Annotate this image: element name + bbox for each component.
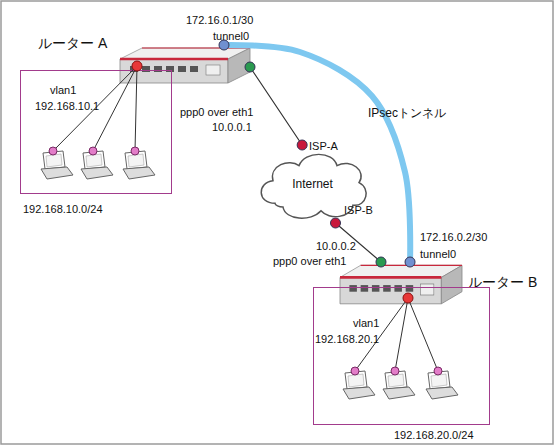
- interface-port: [297, 140, 307, 150]
- router-name: ルーター B: [468, 274, 537, 292]
- lan-b-wires: [355, 298, 438, 371]
- router-symbol: [120, 45, 250, 85]
- ip-address: 10.0.0.2: [316, 240, 356, 253]
- vlan-ports: [132, 61, 413, 303]
- ip-address: 192.168.20.1: [315, 333, 379, 346]
- internet-cloud: Internet: [255, 145, 370, 223]
- connector-label: ISP-B: [344, 204, 373, 217]
- interface-port: [405, 257, 415, 267]
- laptops: [41, 151, 458, 399]
- interface-name: tunnel0: [213, 30, 249, 43]
- ip-address: 10.0.0.1: [212, 121, 252, 134]
- ipsec-tunnel: [219, 40, 415, 267]
- interface-port: [331, 218, 341, 228]
- interface-name: vlan1: [50, 84, 76, 97]
- interface-port: [245, 62, 255, 72]
- router: ルーター B: [340, 262, 462, 306]
- router-symbol: [340, 262, 462, 306]
- connector-label: IPsecトンネル: [368, 107, 446, 120]
- lan-segment: 192.168.10.0/24: [20, 70, 172, 194]
- cloud-shape: [255, 145, 370, 223]
- network-address: 192.168.10.0/24: [23, 203, 103, 215]
- interface-port: [219, 40, 229, 50]
- lan-segment: 192.168.20.0/24: [313, 287, 490, 425]
- connector-line: [336, 223, 381, 262]
- ip-address: 172.16.0.2/30: [420, 231, 487, 244]
- interface-name: tunnel0: [420, 248, 456, 261]
- wan-link: [245, 62, 307, 150]
- ip-address: 192.168.10.1: [35, 100, 99, 113]
- laptop-ports: [49, 147, 442, 375]
- interface-name: vlan1: [353, 317, 379, 330]
- interface-name: ppp0 over eth1: [180, 106, 253, 119]
- interface-port: [376, 257, 386, 267]
- connector-line: [250, 67, 302, 145]
- connector-label: ISP-A: [309, 140, 338, 153]
- network-address: 192.168.20.0/24: [394, 429, 474, 441]
- router: ルーター A: [120, 45, 250, 85]
- connector-line: [224, 45, 410, 262]
- interface-name: ppp0 over eth1: [273, 255, 346, 268]
- lan-a-wires: [53, 66, 137, 151]
- router-name: ルーター A: [38, 35, 107, 53]
- ip-address: 172.16.0.1/30: [186, 14, 253, 27]
- wan-link: [331, 218, 386, 267]
- cloud-label: Internet: [255, 145, 370, 223]
